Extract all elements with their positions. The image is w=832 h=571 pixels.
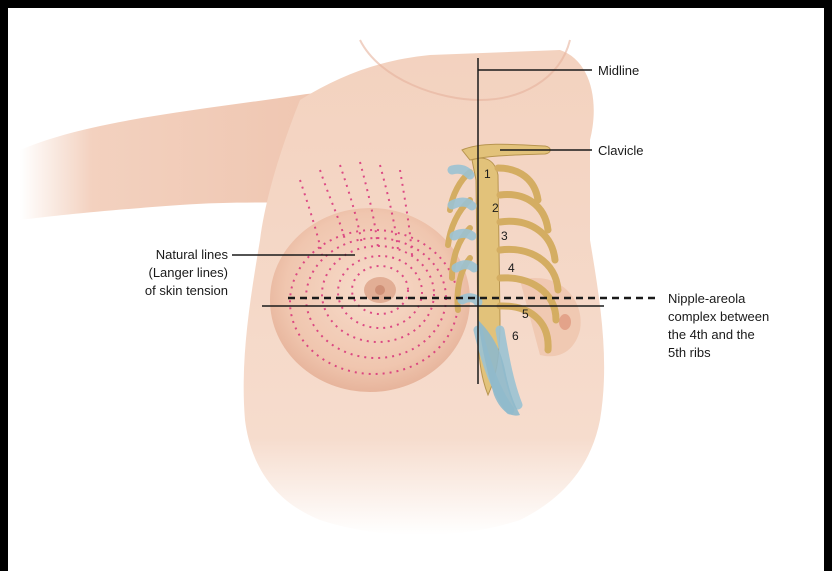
right-nipple [559,314,571,330]
left-nipple [375,285,385,295]
label-langer-line-2: (Langer lines) [118,264,228,281]
rib-number-3: 3 [501,229,508,243]
label-nipple-line-2: complex between [668,308,769,325]
rib-number-1: 1 [484,167,491,181]
rib-number-5: 5 [522,307,529,321]
label-midline: Midline [598,62,639,79]
label-langer-line-3: of skin tension [100,282,228,299]
label-nipple-line-3: the 4th and the [668,326,755,343]
label-nipple-line-1: Nipple-areola [668,290,745,307]
rib-number-4: 4 [508,261,515,275]
rib-number-6: 6 [512,329,519,343]
rib-number-2: 2 [492,201,499,215]
label-clavicle: Clavicle [598,142,644,159]
label-nipple-line-4: 5th ribs [668,344,711,361]
label-langer-line-1: Natural lines [118,246,228,263]
